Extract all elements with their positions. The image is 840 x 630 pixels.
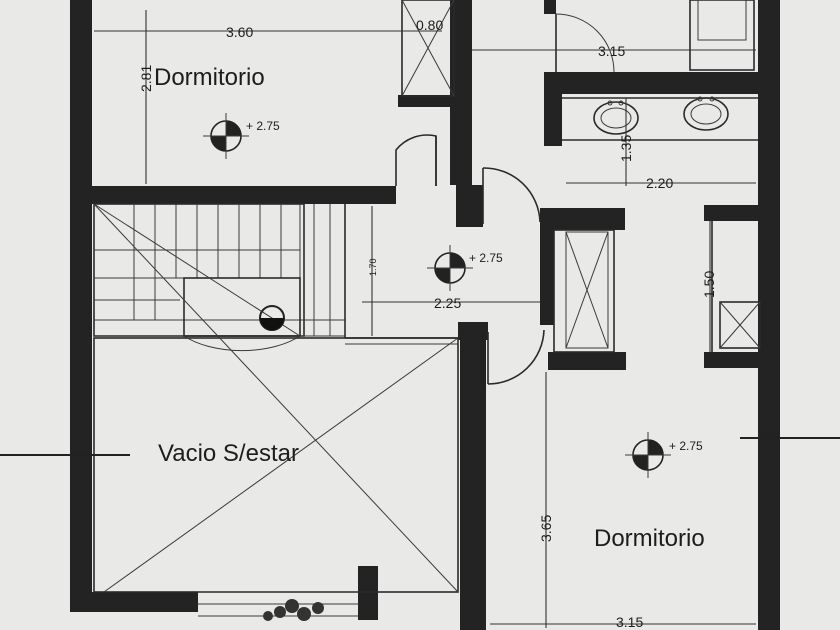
dim-hall-width: 2.25 — [434, 295, 461, 311]
void-cross — [93, 203, 459, 593]
level-label-hall: + 2.75 — [469, 251, 503, 265]
basins — [562, 96, 758, 141]
dim-bath-depth: 1.35 — [618, 135, 634, 162]
dim-bedroom-top-depth: 2.81 — [138, 65, 154, 92]
dimension-lines — [94, 10, 756, 628]
bath-door-swing — [555, 13, 615, 73]
room-label-void: Vacio S/estar — [158, 440, 299, 467]
dim-dressing-width: 2.20 — [646, 175, 673, 191]
cut-lines — [0, 437, 840, 456]
staircase — [93, 203, 346, 352]
bathtub — [689, 0, 755, 71]
dim-bedroom-bottom-width: 3.15 — [616, 614, 643, 630]
room-label-bedroom-bottom: Dormitorio — [594, 525, 705, 552]
closet-right-a — [553, 229, 615, 353]
dim-closet-depth: 1.50 — [701, 271, 717, 298]
balcony-rail — [198, 591, 358, 621]
dim-bedroom-top-width: 3.60 — [226, 24, 253, 40]
dim-closet-width: 0.80 — [416, 17, 443, 33]
door-swings — [395, 134, 545, 385]
dim-bath-width: 3.15 — [598, 43, 625, 59]
level-label-bedroom-bottom: + 2.75 — [669, 439, 703, 453]
closet-top — [401, 0, 455, 97]
level-marker-hall — [427, 245, 473, 291]
level-label-bedroom-top: + 2.75 — [246, 119, 280, 133]
dim-bedroom-bottom-depth: 3.65 — [538, 515, 554, 542]
dim-stair: 1.70 — [368, 258, 378, 276]
stair-rail — [345, 337, 458, 345]
level-marker-bottom — [625, 432, 671, 478]
walls — [70, 0, 780, 630]
room-label-bedroom-top: Dormitorio — [154, 64, 265, 91]
stair-arrow-marker — [259, 305, 285, 331]
closet-right-b — [711, 221, 761, 352]
level-marker-top — [203, 113, 249, 159]
